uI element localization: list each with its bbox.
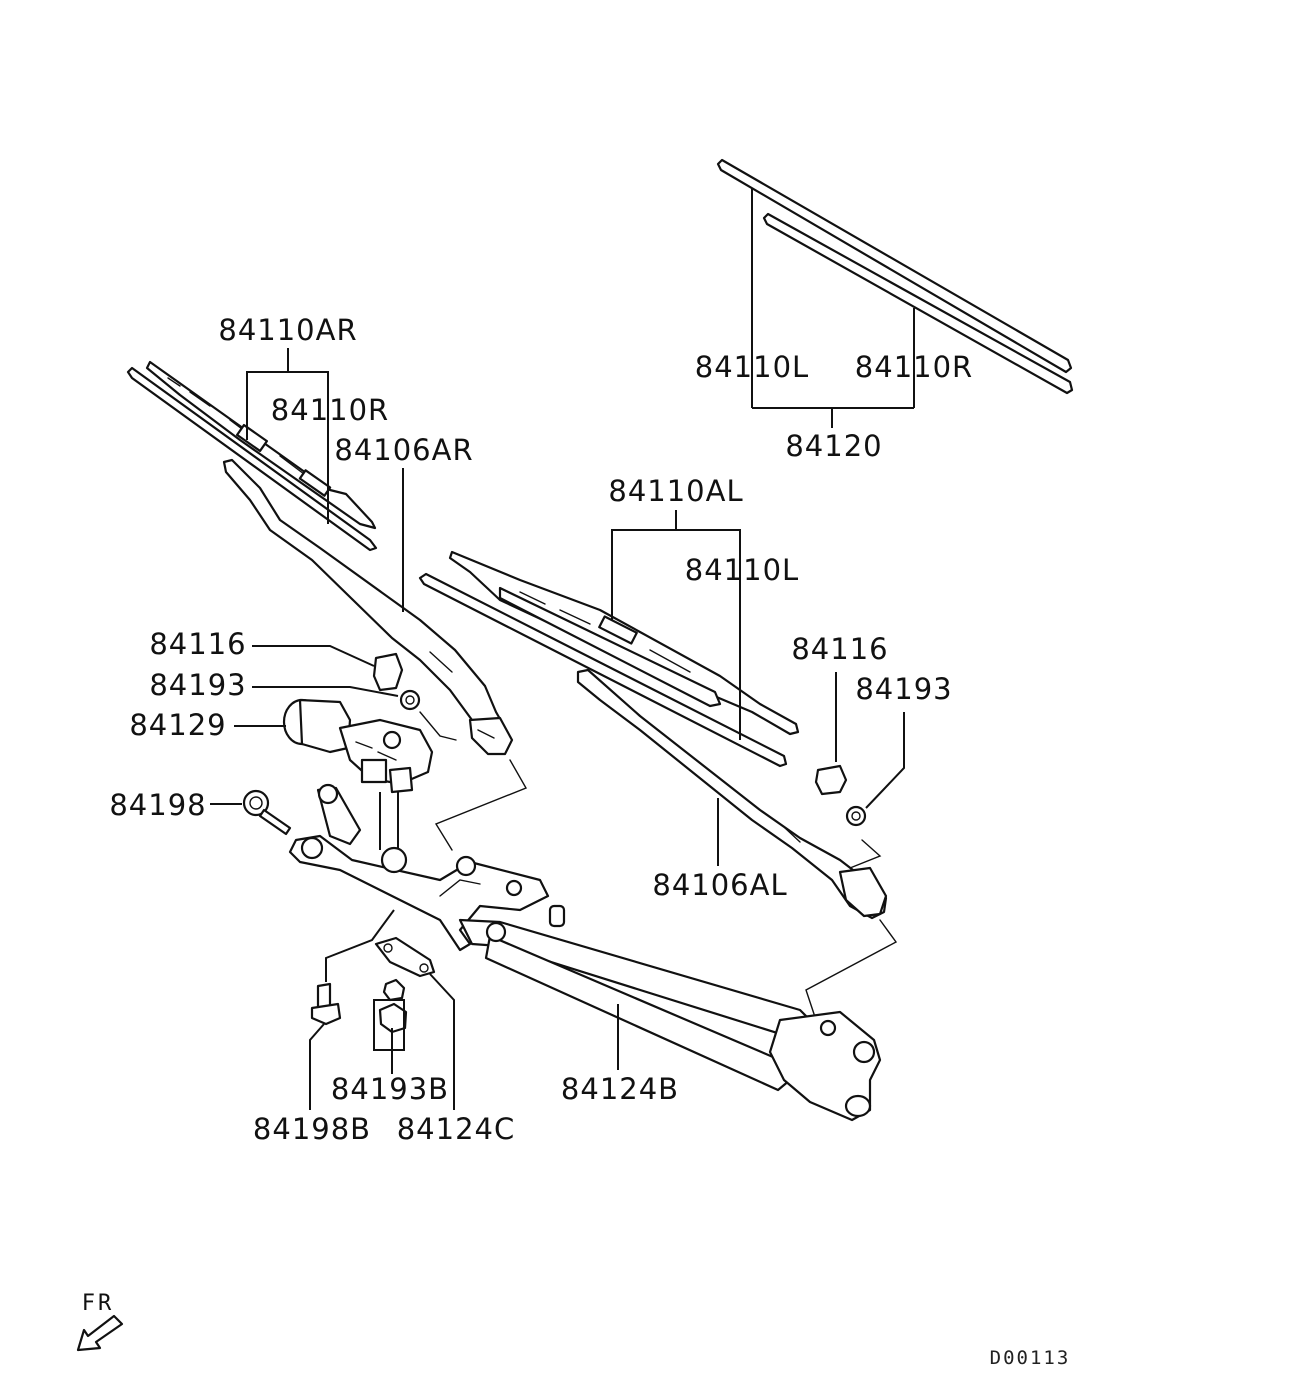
wiper-linkage-frame (288, 783, 882, 1122)
label-84129: 84129 (129, 708, 226, 742)
mounting-bolt (242, 789, 292, 836)
pivot-nut-left (399, 689, 421, 711)
orientation-label: FR (82, 1291, 115, 1316)
wiper-arm-right (222, 458, 514, 756)
front-direction-arrow-icon (76, 1314, 124, 1352)
refill-strip-left-side (418, 572, 788, 768)
label-84193-left: 84193 (149, 668, 246, 702)
label-84193-right: 84193 (855, 672, 952, 706)
refill-strip-left (716, 158, 1073, 374)
diagram-code: D00113 (990, 1347, 1071, 1369)
label-84124B: 84124B (561, 1072, 679, 1106)
label-84110AR: 84110AR (218, 313, 357, 347)
bolt-small (310, 982, 342, 1026)
wiper-blade-left-side (448, 550, 800, 736)
label-84106AR: 84106AR (334, 433, 473, 467)
label-84110L-blade: 84110L (685, 553, 799, 587)
label-84106AL: 84106AL (652, 868, 787, 902)
label-84120: 84120 (785, 429, 882, 463)
pivot-cap-right (814, 764, 848, 796)
label-84198B: 84198B (253, 1112, 371, 1146)
label-84110R-blade: 84110R (271, 393, 389, 427)
pivot-cap-left (372, 652, 404, 692)
bracket (374, 936, 436, 978)
nut-small (378, 978, 408, 1034)
leader-lines (210, 188, 915, 1110)
label-84198: 84198 (109, 788, 206, 822)
refill-strip-right (762, 212, 1074, 395)
label-84116-right: 84116 (791, 632, 888, 666)
label-84110R-refill: 84110R (855, 350, 973, 384)
label-84110AL: 84110AL (608, 474, 743, 508)
wiper-motor (282, 698, 434, 850)
label-84193B: 84193B (331, 1072, 449, 1106)
pivot-nut-right (845, 805, 867, 827)
wiper-arm-left (576, 668, 888, 920)
label-84110L-refill: 84110L (695, 350, 809, 384)
label-84116-left: 84116 (149, 627, 246, 661)
label-84124C: 84124C (397, 1112, 516, 1146)
